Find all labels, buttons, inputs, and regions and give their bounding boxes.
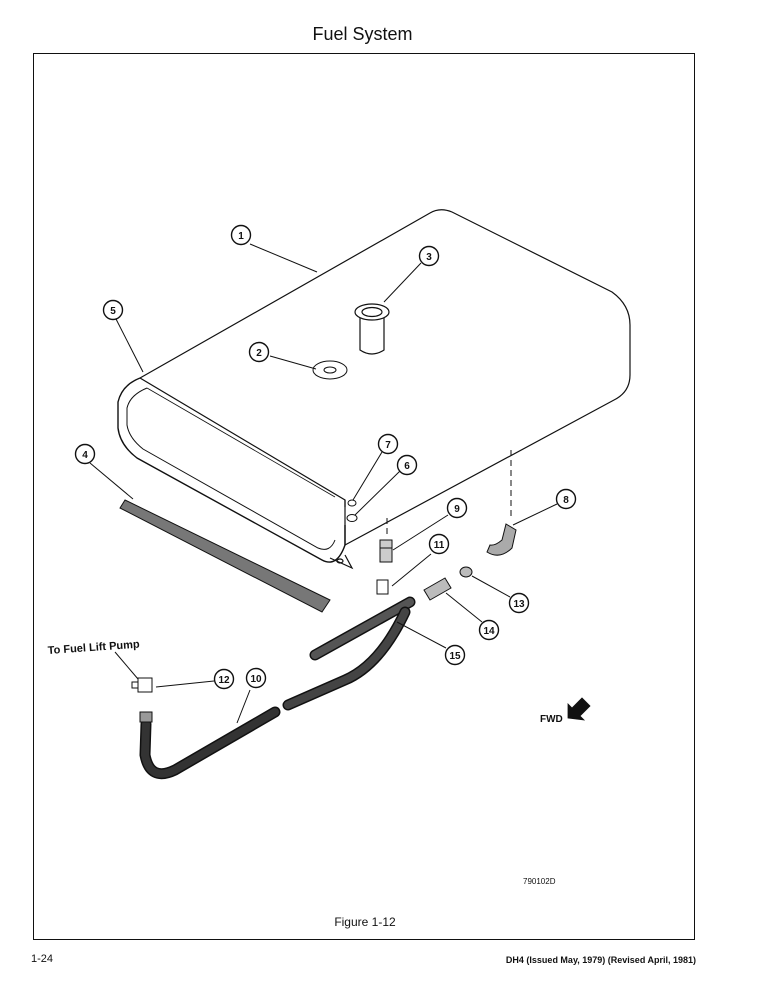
callout-13: 13 bbox=[508, 592, 530, 614]
svg-text:1: 1 bbox=[238, 231, 244, 242]
sending-unit-plate bbox=[312, 360, 348, 380]
callout-7: 7 bbox=[377, 433, 399, 455]
svg-text:10: 10 bbox=[250, 674, 262, 685]
figure-caption: Figure 1-12 bbox=[334, 915, 396, 929]
callout-2: 2 bbox=[248, 341, 270, 363]
adapter-fittings bbox=[423, 566, 473, 601]
svg-text:4: 4 bbox=[82, 450, 88, 461]
leader-lines bbox=[89, 243, 558, 724]
svg-text:7: 7 bbox=[385, 440, 391, 451]
page-title: Fuel System bbox=[312, 24, 413, 44]
callout-14: 14 bbox=[478, 619, 500, 641]
svg-text:12: 12 bbox=[218, 675, 230, 686]
callout-1: 1 bbox=[230, 224, 252, 246]
drawing-number: 790102D bbox=[523, 877, 556, 886]
page-number: 1-24 bbox=[31, 953, 54, 965]
filler-neck bbox=[354, 303, 390, 355]
callout-10: 10 bbox=[245, 667, 267, 689]
svg-text:3: 3 bbox=[426, 252, 432, 263]
fuel-tank bbox=[117, 209, 631, 570]
svg-text:5: 5 bbox=[110, 306, 116, 317]
drain-fittings bbox=[346, 499, 358, 522]
callout-15: 15 bbox=[444, 644, 466, 666]
svg-text:6: 6 bbox=[404, 461, 410, 472]
lift-pump-label: To Fuel Lift Pump bbox=[47, 639, 140, 657]
svg-text:11: 11 bbox=[434, 540, 445, 551]
lift-pump-tee bbox=[131, 677, 153, 723]
callout-5: 5 bbox=[102, 299, 124, 321]
fuel-hoses bbox=[139, 596, 416, 780]
callout-4: 4 bbox=[74, 443, 96, 465]
callout-6: 6 bbox=[396, 454, 418, 476]
svg-text:14: 14 bbox=[483, 626, 495, 637]
alignment-lines bbox=[386, 450, 512, 538]
document-code: DH4 (Issued May, 1979) (Revised April, 1… bbox=[505, 955, 696, 965]
svg-text:2: 2 bbox=[256, 348, 262, 359]
fwd-arrow-icon bbox=[567, 697, 591, 721]
svg-text:8: 8 bbox=[563, 495, 569, 506]
svg-text:9: 9 bbox=[454, 504, 460, 515]
callout-12: 12 bbox=[213, 668, 235, 690]
tee-fitting bbox=[376, 579, 389, 595]
svg-text:13: 13 bbox=[513, 599, 525, 610]
fwd-arrow: FWD bbox=[540, 697, 591, 725]
fwd-label: FWD bbox=[540, 714, 563, 725]
callout-11: 11 bbox=[428, 533, 450, 555]
callout-8: 8 bbox=[555, 488, 577, 510]
callout-9: 9 bbox=[446, 497, 468, 519]
gasket-strip bbox=[119, 499, 331, 613]
svg-text:15: 15 bbox=[449, 651, 461, 662]
figure-frame bbox=[33, 53, 695, 940]
fitting-9 bbox=[379, 539, 393, 563]
callout-3: 3 bbox=[418, 245, 440, 267]
elbow-fitting bbox=[486, 523, 517, 556]
